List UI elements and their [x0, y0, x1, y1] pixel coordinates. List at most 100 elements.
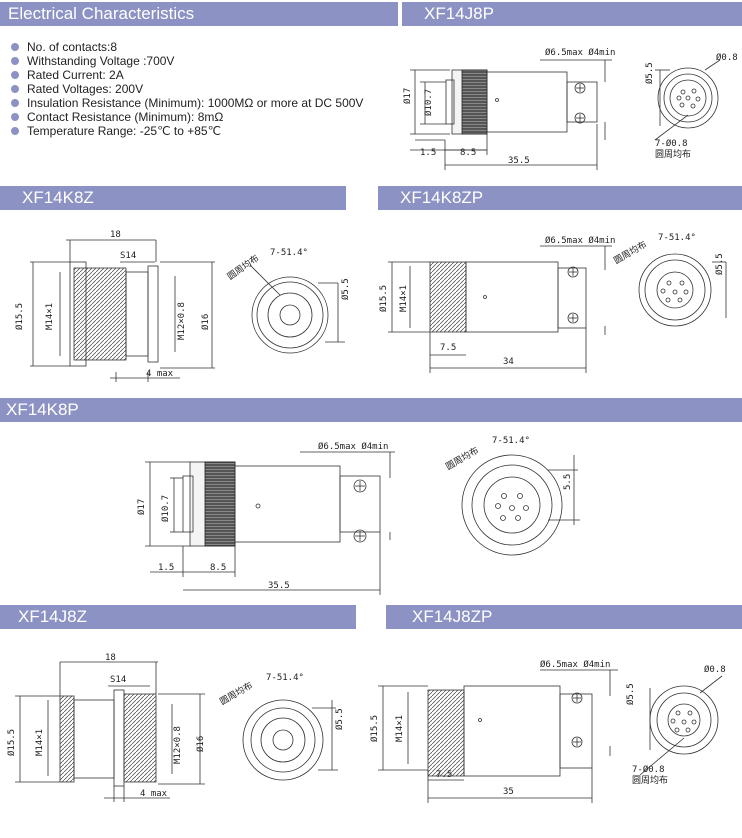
xf14k8zp-angle: 7-51.4° — [658, 233, 696, 243]
spec-item: Rated Current: 2A — [8, 68, 363, 82]
xf14j8p-face-drawing — [654, 59, 721, 141]
xf14k8z-4max: 4 max — [146, 369, 174, 379]
xf14j8p-d5-5: Ø5.5 — [644, 62, 655, 84]
xf14j8z-even-dist: 圆周均布 — [218, 679, 255, 707]
xf14k8z-d18: 18 — [110, 230, 121, 240]
xf14k8p-d5-5: 5.5 — [563, 474, 573, 490]
xf14k8z-m12: M12×0.8 — [177, 302, 187, 340]
xf14k8zp-m14: M14×1 — [399, 285, 409, 312]
header-electrical-label: Electrical Characteristics — [8, 4, 195, 23]
xf14k8p-d1-5: 1.5 — [158, 563, 174, 573]
spec-item: Contact Resistance (Minimum): 8mΩ — [8, 110, 363, 124]
xf14j8zp-even-dist: 圆周均布 — [632, 774, 668, 786]
header-electrical: Electrical Characteristics — [0, 2, 398, 26]
xf14k8z-d16: Ø16 — [200, 314, 211, 330]
xf14k8zp-d15-5: Ø15.5 — [378, 285, 389, 312]
xf14k8z-s14: S14 — [120, 251, 136, 261]
xf14j8p-pins: 7-Ø0.8 — [655, 138, 688, 149]
header-xf14j8z-label: XF14J8Z — [18, 607, 87, 626]
xf14j8z-m14: M14×1 — [35, 729, 45, 756]
xf14k8p-even-dist: 圆周均布 — [444, 444, 481, 472]
header-xf14j8zp-label: XF14J8ZP — [412, 607, 493, 626]
spec-item: Insulation Resistance (Minimum): 1000MΩ … — [8, 96, 363, 110]
xf14j8zp-d0-8: Ø0.8 — [704, 664, 726, 675]
header-xf14k8zp: XF14K8ZP — [378, 186, 742, 210]
spec-item: No. of contacts:8 — [8, 40, 363, 54]
xf14k8zp-side-drawing — [388, 245, 612, 373]
xf14j8z-4max: 4 max — [140, 789, 168, 799]
xf14k8zp-d5-5: Ø5.5 — [714, 253, 725, 275]
header-xf14j8zp: XF14J8ZP — [386, 605, 742, 629]
spec-list: No. of contacts:8 Withstanding Voltage :… — [8, 40, 363, 138]
xf14j8p-cable-label: Ø6.5max Ø4min — [545, 47, 615, 58]
xf14k8p-d17: Ø17 — [136, 499, 147, 515]
xf14k8z-d15-5: Ø15.5 — [14, 303, 25, 330]
spec-text: Insulation Resistance (Minimum): 1000MΩ … — [27, 96, 364, 110]
xf14k8p-d10-7: Ø10.7 — [160, 495, 171, 522]
xf14j8z-d18: 18 — [105, 653, 116, 663]
xf14j8p-d1-5: 1.5 — [420, 148, 436, 158]
xf14j8zp-d35: 35 — [503, 787, 514, 797]
xf14k8zp-d34: 34 — [503, 357, 514, 367]
xf14j8zp-cable-label: Ø6.5max Ø4min — [540, 659, 610, 670]
header-xf14j8p: XF14J8P — [402, 2, 742, 26]
bullet-icon — [11, 43, 19, 51]
xf14k8zp-cable-label: Ø6.5max Ø4min — [545, 235, 615, 246]
xf14j8p-d17: Ø17 — [402, 88, 413, 104]
xf14j8zp-m14: M14×1 — [395, 715, 405, 742]
bullet-icon — [11, 85, 19, 93]
spec-text: Rated Current: 2A — [27, 68, 124, 82]
header-xf14k8zp-label: XF14K8ZP — [400, 188, 484, 207]
xf14k8z-angle: 7-51.4° — [270, 248, 308, 258]
xf14j8zp-d7-5: 7.5 — [436, 770, 452, 780]
bullet-icon — [11, 127, 19, 135]
header-xf14j8p-label: XF14J8P — [424, 4, 494, 23]
xf14k8p-side-drawing — [145, 451, 395, 595]
header-xf14j8z: XF14J8Z — [0, 605, 356, 629]
xf14k8z-even-dist: 圆周均布 — [225, 252, 261, 282]
xf14k8p-cable-label: Ø6.5max Ø4min — [318, 441, 388, 452]
xf14k8z-face-drawing — [249, 264, 345, 354]
header-xf14k8p: XF14K8P — [0, 398, 742, 422]
spec-text: Temperature Range: -25℃ to +85℃ — [27, 124, 222, 138]
xf14j8zp-d5-5: Ø5.5 — [625, 683, 636, 705]
header-xf14k8z-label: XF14K8Z — [22, 188, 94, 207]
spec-text: No. of contacts:8 — [27, 40, 118, 54]
spec-item: Rated Voltages: 200V — [8, 82, 363, 96]
xf14k8z-side-drawing — [30, 239, 215, 382]
xf14j8z-angle: 7-51.4° — [266, 673, 304, 683]
header-xf14k8p-label: XF14K8P — [6, 400, 79, 419]
bullet-icon — [11, 113, 19, 121]
bullet-icon — [11, 71, 19, 79]
xf14j8zp-d15-5: Ø15.5 — [369, 715, 380, 742]
xf14k8zp-d7-5: 7.5 — [440, 343, 456, 353]
spec-text: Contact Resistance (Minimum): 8mΩ — [27, 110, 224, 124]
xf14j8p-d10-7: Ø10.7 — [423, 89, 434, 116]
xf14j8p-d8-5: 8.5 — [460, 148, 476, 158]
xf14j8z-d5-5: Ø5.5 — [334, 708, 345, 730]
xf14k8zp-even-dist: 圆周均布 — [612, 238, 649, 266]
xf14j8z-s14: S14 — [110, 675, 126, 685]
spec-item: Withstanding Voltage :700V — [8, 54, 363, 68]
xf14k8zp-face-drawing — [638, 253, 727, 327]
xf14k8p-d8-5: 8.5 — [210, 563, 226, 573]
xf14j8p-side-drawing — [410, 59, 612, 170]
spec-item: Temperature Range: -25℃ to +85℃ — [8, 124, 363, 138]
xf14j8z-m12: M12×0.8 — [173, 726, 183, 764]
xf14k8z-m14: M14×1 — [45, 303, 55, 330]
bullet-icon — [11, 99, 19, 107]
xf14j8p-d0-8: Ø0.8 — [716, 52, 738, 63]
xf14j8p-even-dist: 圆周均布 — [655, 148, 691, 160]
spec-text: Withstanding Voltage :700V — [27, 54, 175, 68]
xf14j8z-d16: Ø16 — [195, 736, 206, 752]
xf14k8p-face-drawing — [461, 454, 580, 556]
xf14j8z-face-drawing — [242, 699, 338, 781]
spec-text: Rated Voltages: 200V — [27, 82, 144, 96]
bullet-icon — [11, 57, 19, 65]
xf14j8zp-side-drawing — [378, 669, 618, 803]
xf14k8p-angle: 7-51.4° — [492, 436, 530, 446]
xf14j8z-side-drawing — [15, 661, 205, 802]
xf14j8z-d15-5: Ø15.5 — [6, 729, 17, 756]
xf14k8z-d5-5: Ø5.5 — [340, 278, 351, 300]
